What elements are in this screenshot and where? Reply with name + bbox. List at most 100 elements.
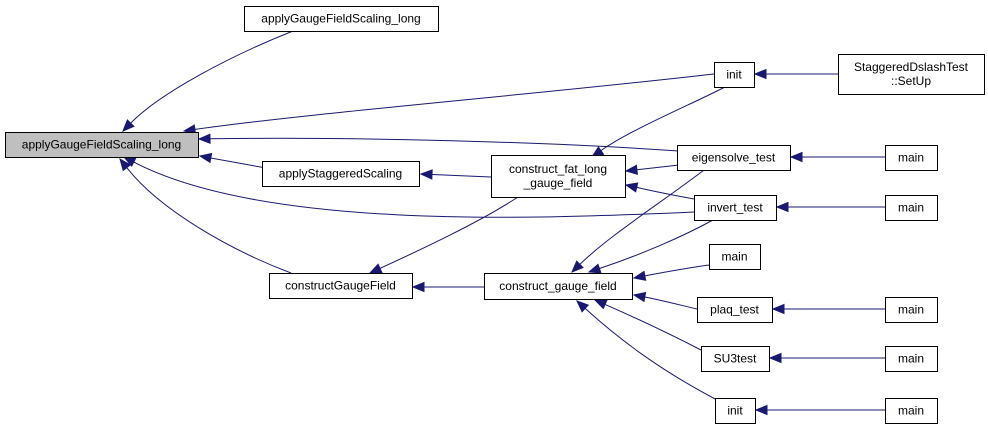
node-main-init[interactable]: main	[885, 398, 938, 424]
edge-line	[600, 86, 726, 152]
edge-eig-to-agfsl	[197, 133, 680, 152]
arrowhead-icon	[571, 260, 584, 273]
node-box	[885, 145, 938, 171]
node-label: invert_test	[707, 201, 763, 215]
arrowhead-icon	[197, 133, 211, 145]
node-box	[5, 132, 199, 158]
node-inv[interactable]: invert_test	[694, 195, 777, 221]
edge-cgf2-to-cgf	[411, 281, 484, 293]
node-plaq[interactable]: plaq_test	[697, 297, 773, 323]
arrowhead-icon	[624, 164, 638, 175]
node-main-a[interactable]: main	[709, 244, 761, 270]
edge-init2-to-cgf2	[576, 300, 718, 401]
arrowhead-icon	[587, 263, 602, 274]
edge-inv-to-cflgf	[624, 182, 695, 200]
node-box	[885, 398, 938, 424]
node-label: init	[727, 404, 743, 418]
edge-line	[379, 196, 519, 269]
node-box	[262, 161, 420, 187]
node-label: StaggeredDslashTest	[854, 60, 969, 74]
node-label: construct_gauge_field	[499, 279, 616, 293]
node-ass[interactable]: applyStaggeredScaling	[262, 161, 420, 187]
node-main-plaq[interactable]: main	[885, 297, 938, 323]
arrowhead-icon	[632, 291, 647, 303]
node-box	[269, 273, 413, 299]
edge-plaq-to-cgf2	[632, 291, 698, 310]
edge-ass-to-agfsl	[198, 152, 267, 169]
node-label: eigensolve_test	[692, 151, 776, 165]
arrowhead-icon	[632, 270, 647, 281]
node-cflgf[interactable]: construct_fat_long_gauge_field	[491, 155, 626, 198]
node-label: main	[721, 250, 747, 264]
edge-main_a-to-cgf2	[632, 264, 710, 281]
node-cgf2[interactable]: construct_gauge_field	[484, 273, 633, 300]
node-setup[interactable]: StaggeredDslashTest::SetUp	[838, 54, 985, 95]
node-label: plaq_test	[710, 303, 759, 317]
node-agfsl2[interactable]: applyGaugeFieldScaling_long	[244, 6, 439, 32]
edge-line	[431, 174, 492, 178]
edge-main_init-to-init2	[754, 404, 885, 416]
edge-line	[126, 167, 292, 274]
edge-main_eig-to-eig	[789, 151, 885, 163]
arrowhead-icon	[789, 151, 803, 163]
nodes-layer: applyGaugeFieldScaling_long applyGaugeFie…	[5, 6, 985, 424]
node-label: applyStaggeredScaling	[279, 167, 402, 181]
node-box	[677, 145, 791, 171]
edge-line	[636, 164, 680, 171]
node-main-eig[interactable]: main	[885, 145, 938, 171]
edge-inv-to-cgf2	[587, 219, 714, 274]
edge-line	[579, 169, 705, 265]
node-cgf[interactable]: constructGaugeField	[269, 273, 413, 299]
edge-su3-to-cgf2	[593, 299, 702, 351]
node-label: construct_fat_long	[509, 162, 607, 176]
edge-cflgf-to-ass	[419, 169, 492, 180]
node-box	[709, 244, 761, 270]
node-label: SU3test	[714, 352, 757, 366]
node-label: applyGaugeFieldScaling_long	[261, 12, 420, 26]
edge-line	[210, 157, 267, 169]
node-label: main	[898, 201, 924, 215]
edge-line	[599, 219, 714, 269]
edge-init1-to-agfsl	[182, 73, 715, 135]
node-box	[244, 6, 439, 32]
node-box	[885, 195, 938, 221]
arrowhead-icon	[624, 182, 639, 193]
arrowhead-icon	[753, 68, 767, 80]
node-label: init	[726, 68, 742, 82]
node-label: main	[898, 404, 924, 418]
arrowhead-icon	[754, 404, 768, 416]
arrowhead-icon	[576, 300, 590, 313]
node-main-inv[interactable]: main	[885, 195, 938, 221]
node-init2[interactable]: init	[715, 398, 756, 424]
edge-agfsl2-to-agfsl	[122, 30, 294, 132]
arrowhead-icon	[771, 303, 785, 315]
node-box	[694, 195, 777, 221]
arrowhead-icon	[119, 157, 132, 172]
node-box	[484, 273, 633, 300]
node-su3[interactable]: SU3test	[701, 346, 770, 372]
node-label: constructGaugeField	[285, 279, 396, 293]
node-main-su3[interactable]: main	[885, 346, 938, 372]
node-label: applyGaugeFieldScaling_long	[22, 138, 181, 152]
arrowhead-icon	[198, 152, 213, 164]
arrowhead-icon	[775, 201, 789, 213]
node-init1[interactable]: init	[714, 62, 755, 88]
edge-line	[133, 161, 695, 218]
edge-line	[604, 303, 702, 351]
arrowhead-icon	[368, 263, 383, 274]
node-label: ::SetUp	[891, 74, 931, 88]
node-label: main	[898, 303, 924, 317]
node-label: _gauge_field	[523, 176, 593, 190]
node-label: main	[898, 151, 924, 165]
node-label: main	[898, 352, 924, 366]
edge-line	[584, 308, 718, 401]
edge-line	[644, 296, 698, 310]
arrowhead-icon	[593, 299, 608, 310]
node-box	[715, 398, 756, 424]
node-box	[491, 155, 626, 198]
arrowhead-icon	[768, 352, 782, 364]
node-eig[interactable]: eigensolve_test	[677, 145, 791, 171]
edge-main_inv-to-inv	[775, 201, 886, 213]
edge-main_plaq-to-plaq	[771, 303, 885, 315]
